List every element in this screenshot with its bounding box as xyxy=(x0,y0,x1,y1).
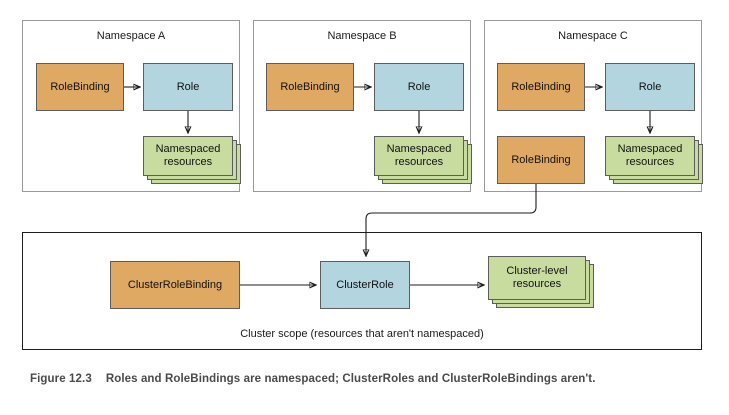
namespace-a-rolebinding-label: RoleBinding xyxy=(50,80,110,93)
namespace-b-role-label: Role xyxy=(407,80,431,93)
figure-number: Figure 12.3 xyxy=(30,373,92,385)
namespace-b-resources-stack[interactable]: Namespaced resources xyxy=(374,136,472,184)
namespace-b-resources[interactable]: Namespaced resources xyxy=(374,136,464,176)
namespace-c-rolebinding-1-label: RoleBinding xyxy=(511,80,571,93)
namespace-a-role[interactable]: Role xyxy=(143,63,233,111)
namespace-c-resources-label: Namespaced resources xyxy=(617,143,683,168)
namespace-a-role-label: Role xyxy=(176,80,200,93)
clusterrole-label: ClusterRole xyxy=(336,278,394,291)
namespace-b-title: Namespace B xyxy=(327,30,397,42)
cluster-scope-caption: Cluster scope (resources that aren't nam… xyxy=(240,328,484,340)
namespace-a-resources[interactable]: Namespaced resources xyxy=(143,136,233,176)
namespace-b-rolebinding-label: RoleBinding xyxy=(280,80,340,93)
namespace-a-title: Namespace A xyxy=(96,30,166,42)
namespace-c-role-label: Role xyxy=(638,80,662,93)
cluster-level-resources-stack[interactable]: Cluster-level resources xyxy=(488,256,596,310)
clusterrolebinding-node[interactable]: ClusterRoleBinding xyxy=(110,261,240,309)
figure-caption-text: Roles and RoleBindings are namespaced; C… xyxy=(105,373,596,385)
namespace-c-rolebinding-1[interactable]: RoleBinding xyxy=(497,63,585,111)
figure-caption: Figure 12.3 Roles and RoleBindings are na… xyxy=(30,373,596,385)
namespace-c-resources[interactable]: Namespaced resources xyxy=(605,136,695,176)
namespace-c-resources-stack[interactable]: Namespaced resources xyxy=(605,136,703,184)
clusterrole-node[interactable]: ClusterRole xyxy=(320,261,410,309)
namespace-b-rolebinding[interactable]: RoleBinding xyxy=(266,63,354,111)
namespace-c-rolebinding-2-label: RoleBinding xyxy=(511,153,571,166)
namespace-b-role[interactable]: Role xyxy=(374,63,464,111)
clusterrolebinding-label: ClusterRoleBinding xyxy=(127,278,223,291)
namespace-c-rolebinding-2[interactable]: RoleBinding xyxy=(497,136,585,184)
namespace-c-title: Namespace C xyxy=(558,30,628,42)
namespace-a-resources-stack[interactable]: Namespaced resources xyxy=(143,136,241,184)
namespace-c-role[interactable]: Role xyxy=(605,63,695,111)
cluster-level-resources[interactable]: Cluster-level resources xyxy=(488,256,586,300)
namespace-a-resources-label: Namespaced resources xyxy=(155,143,221,168)
cluster-level-resources-label: Cluster-level resources xyxy=(506,265,568,290)
namespace-b-resources-label: Namespaced resources xyxy=(386,143,452,168)
namespace-a-rolebinding[interactable]: RoleBinding xyxy=(36,63,124,111)
